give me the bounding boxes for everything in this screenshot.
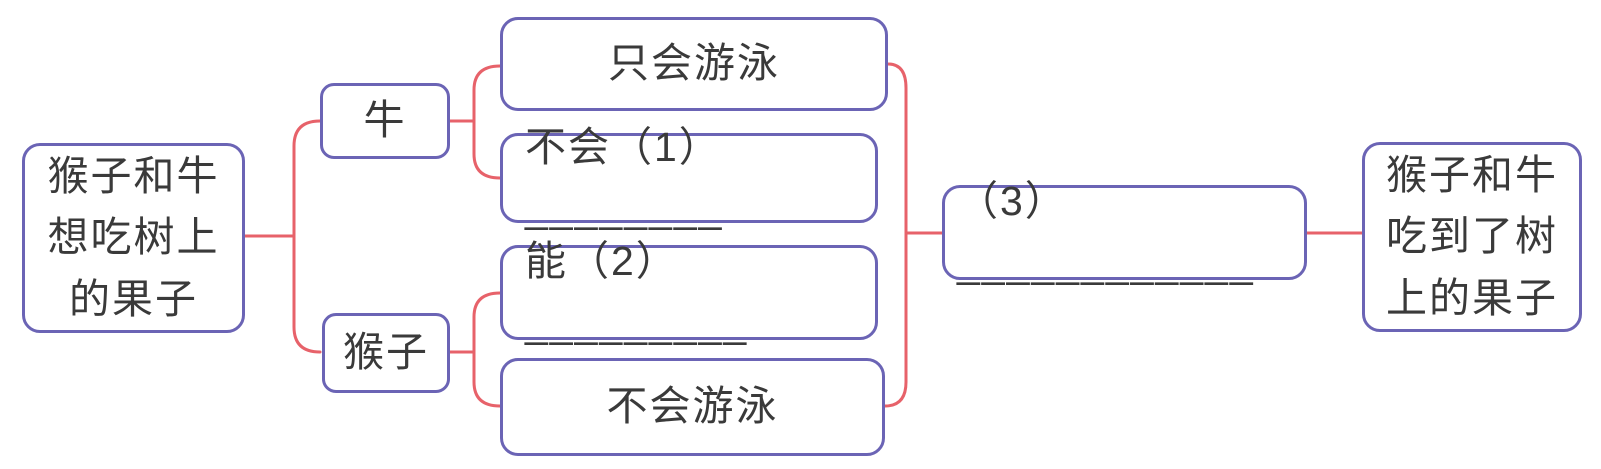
edge-cow-to-outcomes [472, 64, 502, 180]
node-cow-label: 牛 [363, 97, 407, 144]
edge-start-to-cow-monkey [292, 119, 322, 354]
node-cow-only-swim-label: 只会游泳 [608, 40, 780, 87]
node-solution-blank3-label: （3）____________ [957, 178, 1255, 286]
node-start: 猴子和牛 想吃树上 的果子 [22, 143, 245, 333]
node-monkey-cannot-swim: 不会游泳 [500, 358, 885, 456]
node-monkey-can-blank2-label: 能（2）_________ [525, 238, 749, 346]
node-monkey-label: 猴子 [343, 329, 429, 376]
node-start-label: 猴子和牛 想吃树上 的果子 [47, 152, 220, 322]
node-end-label: 猴子和牛 吃到了树 上的果子 [1386, 151, 1558, 321]
node-monkey-can-blank2: 能（2）_________ [500, 238, 878, 346]
node-monkey-cannot-swim-label: 不会游泳 [606, 383, 779, 430]
edge-monkey-to-outcomes [472, 291, 502, 408]
node-solution-blank3: （3）____________ [942, 178, 1307, 286]
edge-outcomes-converge [883, 62, 908, 408]
node-cow-cannot-blank1-label: 不会（1）________ [525, 123, 724, 232]
node-monkey: 猴子 [322, 313, 450, 393]
node-end: 猴子和牛 吃到了树 上的果子 [1362, 142, 1582, 332]
node-cow-only-swim: 只会游泳 [500, 17, 888, 111]
node-cow: 牛 [320, 83, 450, 159]
node-cow-cannot-blank1: 不会（1）________ [500, 124, 878, 231]
